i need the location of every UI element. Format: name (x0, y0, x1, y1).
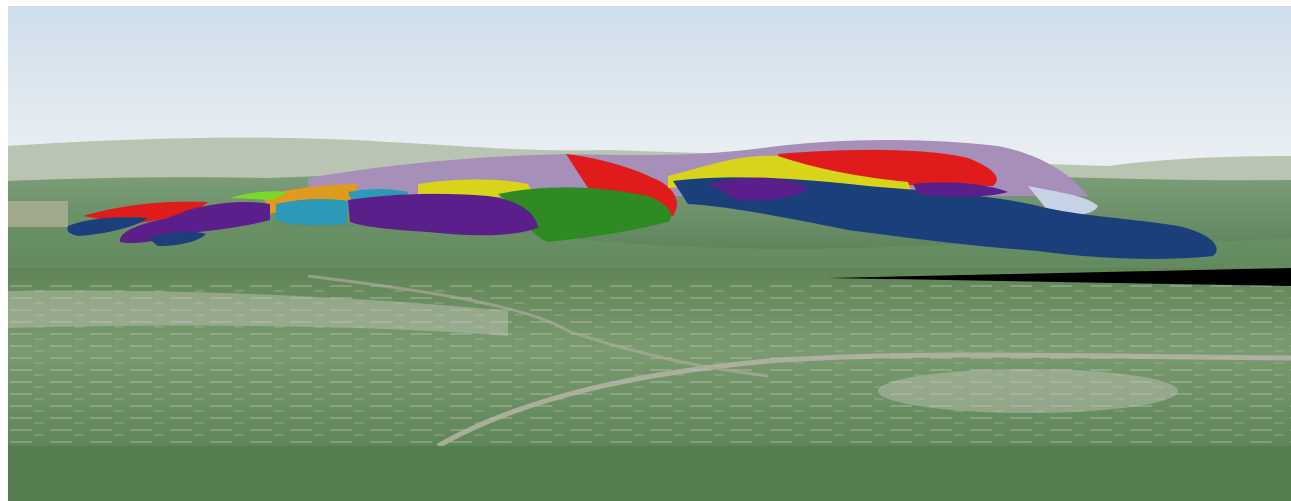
settlement-area-left (8, 290, 508, 336)
forest-stands (67, 140, 1217, 259)
stand-navy-left (67, 217, 148, 236)
stand-purple-center (348, 193, 538, 236)
road-secondary (307, 274, 769, 378)
stand-purple-right-2 (913, 182, 1008, 197)
stand-teal (276, 199, 348, 226)
valley-fields (8, 281, 1291, 451)
hillside-texture (8, 211, 1291, 274)
terrain-scene (8, 6, 1291, 501)
stand-navy-right (673, 177, 1217, 259)
stand-purple-left (119, 202, 270, 244)
stand-green (498, 187, 672, 242)
stand-lime (230, 191, 288, 200)
road-main (436, 352, 1291, 449)
shadow-band (828, 268, 1291, 286)
settlement-area-right (878, 369, 1178, 413)
foreground-strip (8, 446, 1291, 501)
stand-purple-right (708, 177, 808, 201)
terrain-viewport[interactable] (8, 6, 1291, 501)
field-patch-left (8, 201, 68, 227)
stand-navy-left-2 (148, 231, 206, 246)
